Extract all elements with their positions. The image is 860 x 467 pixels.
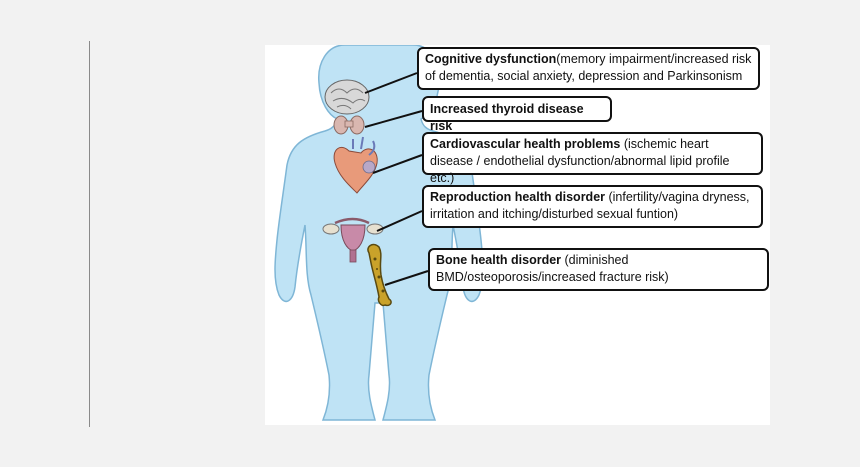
callout-detail: (ischemic heart disease / endothelial dy… [430,137,730,185]
leader-line-cognitive [364,72,418,94]
leader-line-reproduction [376,210,423,232]
health-effects-figure: Cognitive dysfunction(memory impairment/… [265,45,770,425]
leader-line-bone [384,270,429,286]
leader-line-thyroid [364,110,423,128]
brain-icon [324,79,370,115]
callout-detail: (diminished BMD/osteoporosis/increased f… [436,253,669,284]
heart-icon [333,136,378,194]
callout-thyroid-risk: Increased thyroid disease risk [422,96,612,133]
callout-reproduction: Reproduction health disorder (infertilit… [422,185,763,228]
callout-cardiovascular: Cardiovascular health problems (ischemic… [422,132,763,185]
callout-title: Increased thyroid disease risk [430,102,584,133]
callout-title: Cognitive dysfunction [425,52,557,66]
callout-title: Reproduction health disorder [430,190,606,204]
callout-detail: (infertility/vagina dryness, irritation … [430,190,750,221]
callout-detail: (memory impairment/increased risk of dem… [425,52,752,83]
thyroid-icon [333,115,365,135]
callout-bone-health: Bone health disorder (diminished BMD/ost… [428,248,769,291]
callout-title: Bone health disorder [436,253,562,267]
callout-cognitive-dysfunction: Cognitive dysfunction(memory impairment/… [417,47,760,90]
callout-title: Cardiovascular health problems [430,137,621,151]
leader-line-cardio [372,154,423,174]
femur-bone-icon [367,243,392,307]
left-divider-line [89,41,90,427]
uterus-icon [322,217,384,263]
